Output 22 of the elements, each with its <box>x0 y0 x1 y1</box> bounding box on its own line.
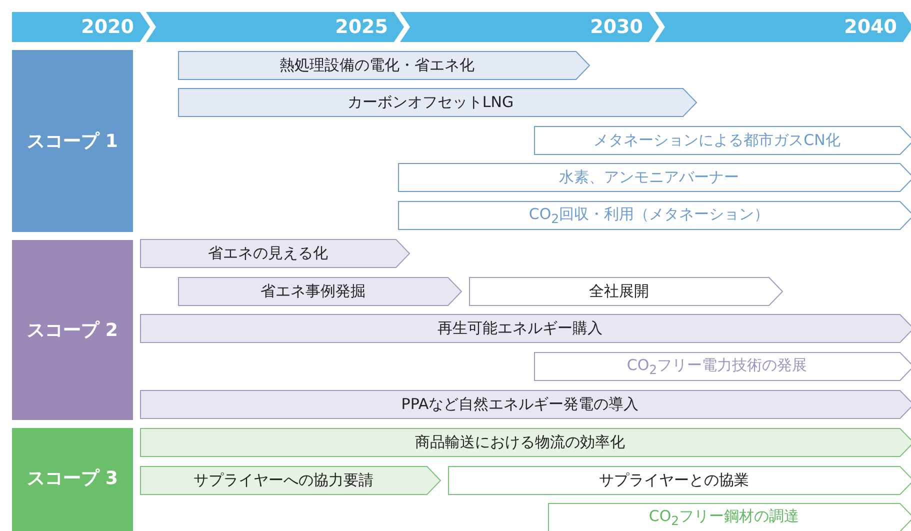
scope-box: スコープ 3 <box>12 428 133 531</box>
arrow-bar: 商品輸送における物流の効率化 <box>140 428 911 457</box>
arrow-bar: 省エネ事例発掘 <box>178 277 462 306</box>
arrow-bar: CO$_{2}$回収・利用（メタネーション） <box>398 201 911 230</box>
scope-box: スコープ 1 <box>12 50 133 232</box>
arrow-bar: CO$_{2}$フリー電力技術の発展 <box>534 352 911 381</box>
arrow-bar: 省エネの見える化 <box>140 239 410 268</box>
arrow-bar: サプライヤーとの協業 <box>448 466 911 495</box>
arrow-bar: CO$_{2}$フリー鋼材の調達 <box>548 503 911 531</box>
arrow-bar: メタネーションによる都市ガスCN化 <box>534 126 911 155</box>
year-label: 2030 <box>590 15 643 40</box>
year-label: 2020 <box>81 15 134 40</box>
year-label: 2025 <box>335 15 388 40</box>
arrow-bar: 再生可能エネルギー購入 <box>140 314 911 343</box>
scope-box: スコープ 2 <box>12 240 133 420</box>
arrow-bar: PPAなど自然エネルギー発電の導入 <box>140 390 911 419</box>
year-label: 2040 <box>844 15 897 40</box>
arrow-bar: 熱処理設備の電化・省エネ化 <box>178 51 590 80</box>
arrow-bar: 全社展開 <box>469 277 783 306</box>
arrow-bar: サプライヤーへの協力要請 <box>140 466 441 495</box>
arrow-bar: 水素、アンモニアバーナー <box>398 163 911 192</box>
arrow-bar: カーボンオフセットLNG <box>178 88 697 117</box>
